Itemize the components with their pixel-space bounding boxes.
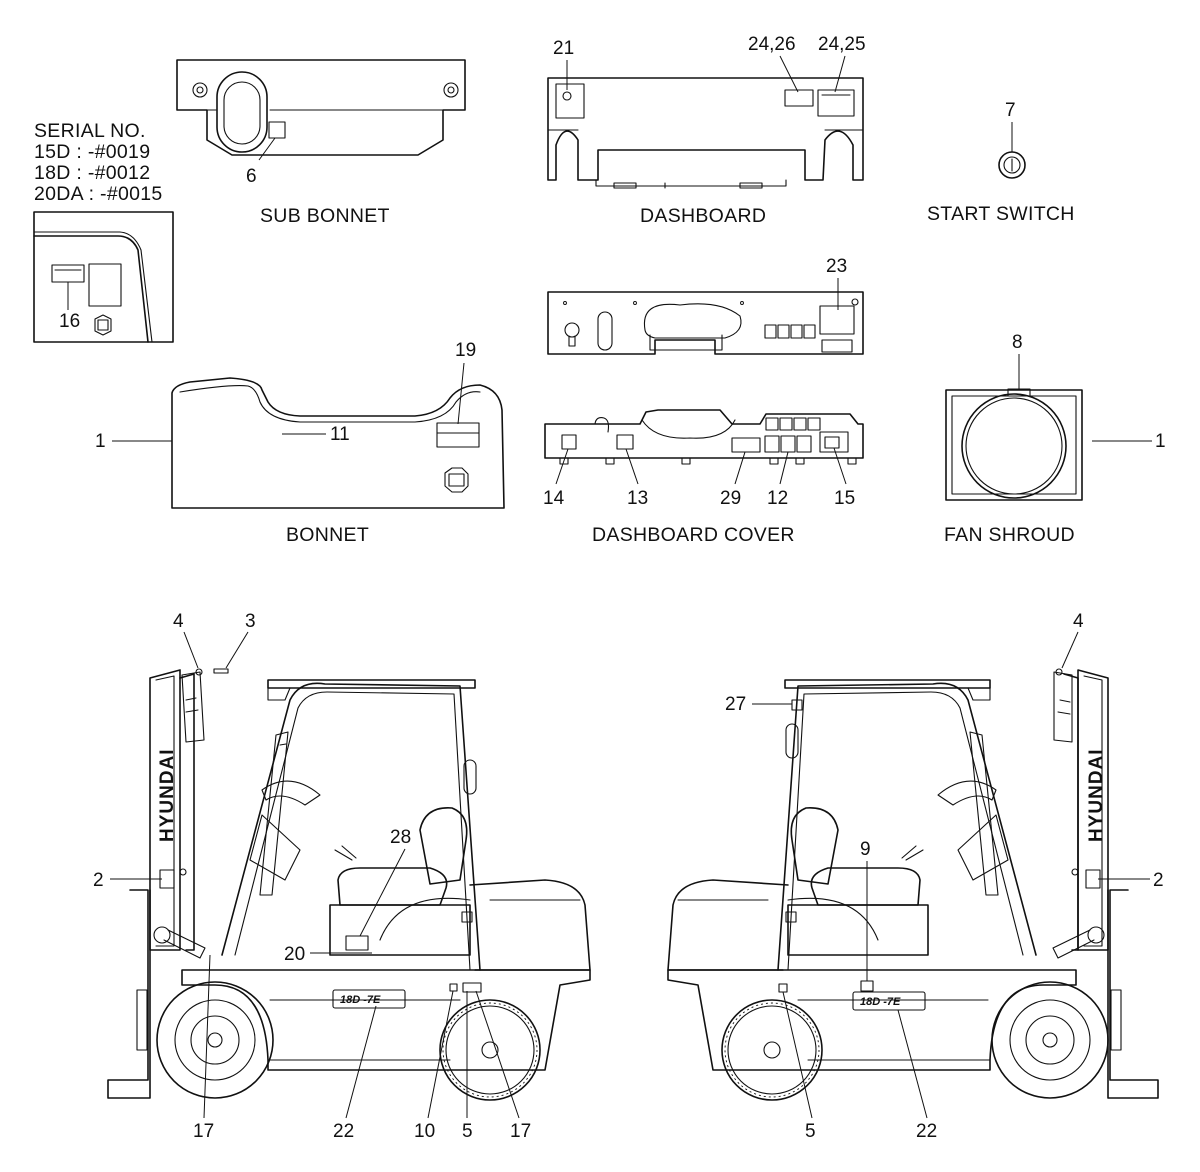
callout-13: 13 [627, 488, 648, 509]
callout-8: 8 [1012, 332, 1023, 353]
callout-right-4: 4 [1073, 611, 1084, 632]
serial-line-3: 20DA : -#0015 [34, 183, 163, 205]
left-model-plate: 18D -7E [340, 994, 381, 1006]
serial-heading: SERIAL NO. [34, 120, 146, 142]
callout-24-26: 24,26 [748, 34, 796, 55]
callout-16: 16 [59, 311, 80, 332]
callout-14: 14 [543, 488, 565, 509]
callout-left-22: 22 [333, 1121, 354, 1142]
dashboard: 21 24,26 24,25 DASHBOARD [547, 34, 866, 227]
callout-23: 23 [826, 256, 847, 277]
serial-line-1: 15D : -#0019 [34, 141, 150, 163]
callout-left-5: 5 [462, 1121, 473, 1142]
callout-left-17b: 17 [510, 1121, 531, 1142]
callout-left-3: 3 [245, 611, 256, 632]
callout-24-25: 24,25 [818, 34, 866, 55]
caption-fan-shroud: FAN SHROUD [944, 524, 1075, 546]
callout-right-27: 27 [725, 694, 746, 715]
callout-left-2: 2 [93, 870, 104, 891]
dashboard-cover: 14 13 29 12 15 DASHBOARD COVER [543, 409, 864, 546]
callout-right-1: 1 [1155, 431, 1166, 452]
serial-inset: 16 [33, 211, 174, 343]
sub-bonnet: 6 SUB BONNET [176, 59, 466, 227]
left-forklift: HYUNDAI [93, 424, 591, 1142]
callout-right-9: 9 [860, 839, 871, 860]
callout-right-2: 2 [1153, 870, 1164, 891]
right-forklift: HYUNDAI 18D [667, 431, 1166, 1142]
serial-number-block: SERIAL NO. 15D : -#0019 18D : -#0012 20D… [34, 120, 163, 205]
bonnet: 19 BONNET [171, 340, 505, 546]
callout-19: 19 [455, 340, 476, 361]
fan-shroud: 8 FAN SHROUD [944, 332, 1083, 546]
callout-left-4: 4 [173, 611, 184, 632]
callout-left-20: 20 [284, 944, 305, 965]
caption-start-switch: START SWITCH [927, 203, 1075, 225]
callout-15: 15 [834, 488, 855, 509]
callout-left-1: 1 [95, 431, 106, 452]
caption-sub-bonnet: SUB BONNET [260, 205, 390, 227]
callout-left-11: 11 [330, 424, 350, 445]
caption-dashboard-cover: DASHBOARD COVER [592, 524, 795, 546]
callout-left-28: 28 [390, 827, 411, 848]
start-switch: 7 START SWITCH [927, 100, 1075, 225]
right-mast-brand: HYUNDAI [1086, 748, 1107, 842]
left-mast-brand: HYUNDAI [157, 748, 178, 842]
callout-left-10: 10 [414, 1121, 435, 1142]
callout-right-22: 22 [916, 1121, 937, 1142]
callout-left-17a: 17 [193, 1121, 214, 1142]
caption-dashboard: DASHBOARD [640, 205, 766, 227]
right-model-plate: 18D -7E [860, 996, 901, 1008]
callout-29: 29 [720, 488, 741, 509]
callout-6: 6 [246, 166, 257, 187]
caption-bonnet: BONNET [286, 524, 369, 546]
serial-line-2: 18D : -#0012 [34, 162, 150, 184]
callout-12: 12 [767, 488, 788, 509]
dashboard-panel: 23 [547, 256, 864, 355]
callout-21: 21 [553, 38, 574, 59]
callout-7: 7 [1005, 100, 1016, 121]
callout-right-5: 5 [805, 1121, 816, 1142]
